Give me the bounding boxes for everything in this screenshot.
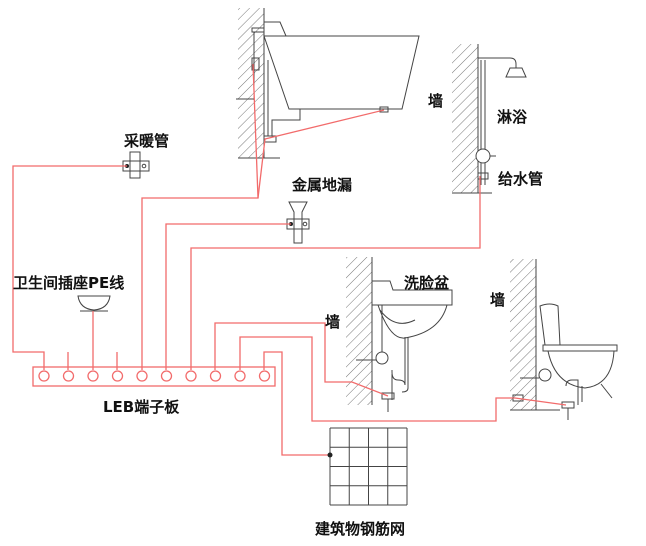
terminal-3 [87,370,99,382]
socket-icon [77,295,111,312]
label-heating-pipe: 采暖管 [123,132,169,150]
label-leb-terminal-board: LEB端子板 [103,398,180,416]
heating-pipe-clamp [122,151,150,179]
wire-rebar-mesh [263,351,330,456]
wire-washbasin [214,322,389,397]
terminal-5 [136,370,148,382]
wire-toilet [239,336,567,422]
label-washbasin: 洗脸盆 [404,274,450,292]
metal-floor-drain [286,201,310,244]
toilet [512,303,618,420]
wall-toilet [510,259,560,411]
label-socket-pe-line: 卫生间插座PE线 [13,274,124,292]
wall-sink [346,257,373,405]
terminal-1 [38,370,50,382]
wall-bathtub [238,8,280,159]
label-wall-shower: 墙 [428,92,443,110]
label-shower: 淋浴 [497,108,528,126]
shower [475,57,527,185]
terminal-8 [209,370,222,382]
terminal-9 [234,370,246,382]
rebar-mesh-grid [329,427,408,506]
wire-shower [190,176,481,370]
wall-shower [452,44,492,194]
label-metal-floor-drain: 金属地漏 [291,176,352,194]
shower-head-icon [505,67,527,78]
washbasin [356,280,453,412]
wire-heating-pipe [12,165,127,370]
wire-bathtub [141,63,259,370]
label-water-supply-pipe: 给水管 [498,170,543,188]
wire-floor-drain [165,223,291,370]
label-wall-sink: 墙 [325,313,340,331]
label-wall-toilet: 墙 [490,291,505,309]
bathtub [236,21,420,143]
terminal-6 [160,370,173,382]
terminal-4 [111,370,124,382]
terminal-10 [258,370,271,382]
leb-terminal-board [32,366,276,387]
bonding-wires [12,63,567,458]
terminal-2 [62,370,75,382]
label-building-rebar-mesh: 建筑物钢筋网 [315,520,405,538]
terminal-7 [185,370,197,382]
wire-bathtub-drain [257,109,385,199]
